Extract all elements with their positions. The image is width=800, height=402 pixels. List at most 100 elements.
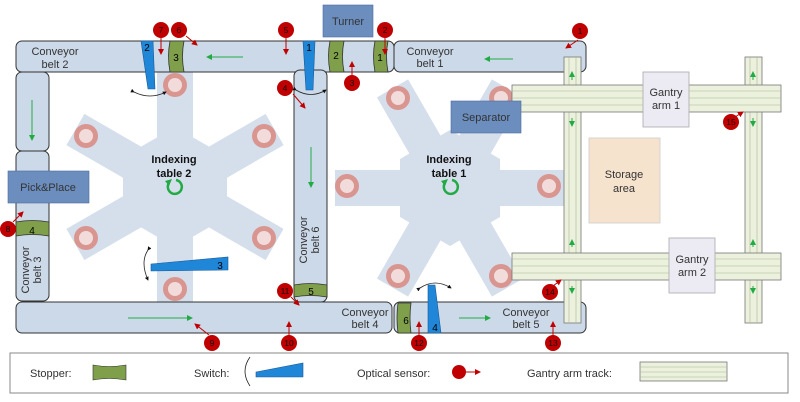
gantry-arm-2: Gantry arm 2: [668, 237, 716, 294]
sensor-1-number: 1: [578, 26, 583, 36]
indexing-table-2: Indexing table 2: [66, 72, 284, 302]
turner-label: Turner: [332, 16, 364, 28]
sensor-4-number: 4: [283, 83, 288, 93]
belt4-label-line2: belt 4: [352, 319, 379, 331]
sensor-13: 13: [545, 321, 561, 351]
stopper-5-number: 5: [308, 287, 314, 298]
storage-label-line2: area: [613, 183, 636, 195]
legend-sensor-icon: [452, 365, 466, 379]
table2-label-line1: Indexing: [151, 154, 196, 166]
sensor-11-number: 11: [281, 286, 290, 296]
belt2-label-line2: belt 2: [42, 59, 69, 71]
sensor-10: 10: [281, 321, 297, 351]
indexing-table-1: Indexing table 1: [335, 79, 565, 297]
stopper-5: [293, 283, 328, 298]
sensor-4: 4: [277, 80, 306, 109]
sensor-6: 6: [171, 22, 198, 46]
sensor-15-number: 15: [726, 117, 736, 127]
belt1-label-line1: Conveyor: [406, 46, 453, 58]
pick-place-label: Pick&Place: [20, 182, 76, 194]
stopper-2-number: 2: [333, 51, 339, 62]
stopper-3-number: 3: [173, 53, 179, 64]
sensor-5: 5: [278, 22, 294, 55]
sensor-2-number: 2: [383, 25, 388, 35]
separator-station: Separator: [450, 100, 522, 134]
legend-stopper-label: Stopper:: [30, 368, 72, 380]
sensor-7-number: 7: [159, 25, 164, 35]
stoppers: [15, 40, 412, 334]
switch-3-number: 3: [217, 261, 223, 272]
sensor-3-number: 3: [350, 78, 355, 88]
sensor-8: 8: [0, 211, 24, 237]
belt3-label-line2: belt 3: [32, 257, 44, 284]
gantry1-label-line1: Gantry: [649, 87, 683, 99]
optical-sensors: 1 2 3 4 5 6 7 8 9 10 11 12 13 14 15: [0, 22, 744, 351]
rotation-icon: [165, 178, 184, 196]
sensor-14: 14: [542, 279, 562, 300]
sensor-11: 11: [277, 283, 300, 306]
gantry-motion-arrows: [569, 71, 756, 294]
flow-arrows: [29, 54, 513, 321]
sensor-15: 15: [723, 111, 744, 130]
legend-track-icon: [639, 361, 728, 382]
legend-switch-swing-icon: [244, 356, 251, 387]
table2-label-line2: table 2: [157, 168, 192, 180]
table1-label-line2: table 1: [432, 168, 467, 180]
pick-place-station: Pick&Place: [7, 170, 90, 204]
switch-numbers: 1 2 3 4: [144, 43, 438, 334]
stopper-1: [373, 40, 389, 73]
switch-2-number: 2: [144, 43, 150, 54]
gantry2-label-line2: arm 2: [678, 267, 706, 279]
stopper-3: [168, 40, 185, 73]
stopper-4: [15, 220, 50, 237]
switch-swing-arrows: [130, 86, 452, 292]
legend-switch-icon: [255, 362, 304, 378]
sensor-14-number: 14: [545, 287, 555, 297]
legend-switch-label: Switch:: [194, 368, 229, 380]
storage-area: Storage area: [588, 137, 661, 224]
belt6-label-line2: belt 6: [310, 227, 322, 254]
switch-1-number: 1: [306, 43, 312, 54]
belt5-label-line1: Conveyor: [502, 307, 549, 319]
sensor-13-number: 13: [548, 338, 558, 348]
sensor-9-number: 9: [210, 338, 215, 348]
legend-track-label: Gantry arm track:: [527, 368, 612, 380]
storage-label-line1: Storage: [605, 169, 644, 181]
separator-label: Separator: [462, 112, 511, 124]
sensor-5-number: 5: [284, 25, 289, 35]
belt2-label-line1: Conveyor: [31, 46, 78, 58]
conveyor-belt-4-body: [15, 301, 393, 334]
conveyor-belt-1-body: [393, 40, 587, 73]
stopper-6: [396, 302, 412, 334]
stopper-6-number: 6: [403, 316, 409, 327]
stopper-numbers: 1 2 3 4 5 6: [29, 51, 409, 327]
sensor-7: 7: [153, 22, 169, 55]
stopper-4-number: 4: [29, 226, 35, 237]
sensor-12-number: 12: [414, 338, 424, 348]
belt6-label-line1: Conveyor: [298, 216, 310, 263]
switches: [140, 40, 442, 334]
gantry-arm-1: Gantry arm 1: [642, 71, 690, 128]
belt1-label-line2: belt 1: [417, 58, 444, 70]
gantry2-label-line1: Gantry: [675, 254, 709, 266]
sensor-12: 12: [411, 321, 427, 351]
belt3-label-line1: Conveyor: [20, 246, 32, 293]
stopper-2: [328, 40, 345, 73]
sensor-3: 3: [344, 61, 360, 91]
belt5-label-line2: belt 5: [513, 319, 540, 331]
turner-station: Turner: [322, 4, 374, 38]
legend-sensor-label: Optical sensor:: [357, 368, 430, 380]
horizontal-track-bottom: [511, 252, 782, 281]
legend-stopper-icon: [92, 364, 127, 381]
sensor-1: 1: [565, 23, 588, 49]
sensor-6-number: 6: [177, 25, 182, 35]
sensor-9: 9: [194, 323, 220, 351]
rotation-icon: [441, 178, 460, 196]
sensor-10-number: 10: [284, 338, 294, 348]
belt4-label-line1: Conveyor: [341, 307, 388, 319]
sensor-8-number: 8: [6, 224, 11, 234]
sensor-2: 2: [377, 22, 393, 55]
stopper-1-number: 1: [377, 53, 383, 64]
switch-4-number: 4: [432, 323, 438, 334]
